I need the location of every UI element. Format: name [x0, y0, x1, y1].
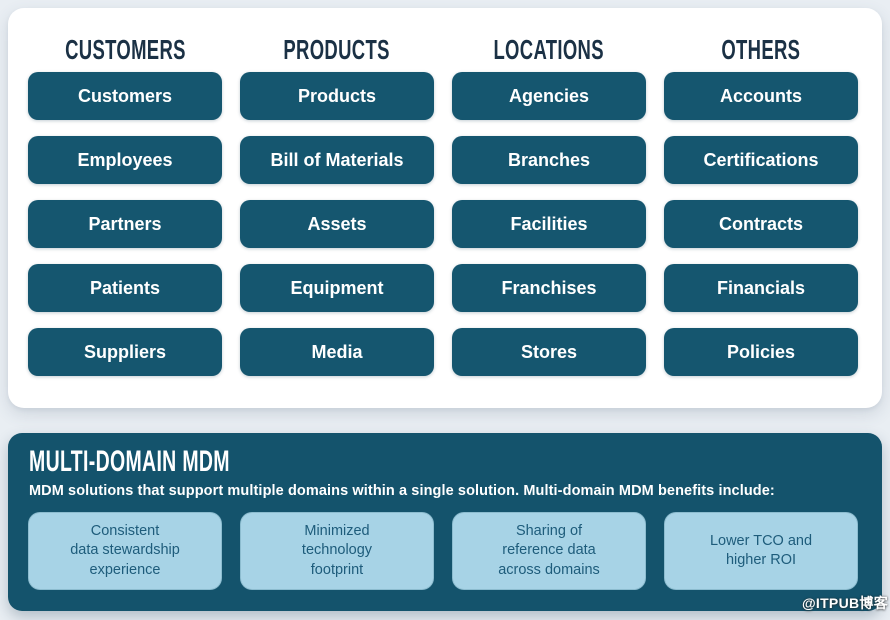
- column-locations: LOCATIONS Agencies Branches Facilities F…: [452, 28, 646, 408]
- domain-button-products[interactable]: Products: [240, 72, 434, 120]
- domain-button-policies[interactable]: Policies: [664, 328, 858, 376]
- column-header-others: OTHERS: [664, 28, 858, 72]
- column-others: OTHERS Accounts Certifications Contracts…: [664, 28, 858, 408]
- column-header-label: LOCATIONS: [493, 34, 605, 65]
- column-products: PRODUCTS Products Bill of Materials Asse…: [240, 28, 434, 408]
- domain-button-assets[interactable]: Assets: [240, 200, 434, 248]
- domain-button-equipment[interactable]: Equipment: [240, 264, 434, 312]
- benefit-box-tco-roi: Lower TCO and higher ROI: [664, 512, 858, 590]
- domain-button-suppliers[interactable]: Suppliers: [28, 328, 222, 376]
- benefit-box-stewardship: Consistent data stewardship experience: [28, 512, 222, 590]
- domain-card: CUSTOMERS Customers Employees Partners P…: [8, 8, 882, 408]
- domain-button-accounts[interactable]: Accounts: [664, 72, 858, 120]
- column-header-locations: LOCATIONS: [452, 28, 646, 72]
- domain-button-partners[interactable]: Partners: [28, 200, 222, 248]
- panel-title: MULTI-DOMAIN MDM: [29, 447, 882, 477]
- column-header-label: OTHERS: [721, 34, 801, 65]
- domain-button-financials[interactable]: Financials: [664, 264, 858, 312]
- domain-button-agencies[interactable]: Agencies: [452, 72, 646, 120]
- mdm-panel: MULTI-DOMAIN MDM MDM solutions that supp…: [8, 433, 882, 611]
- domain-button-media[interactable]: Media: [240, 328, 434, 376]
- benefit-box-technology: Minimized technology footprint: [240, 512, 434, 590]
- benefit-box-reference-data: Sharing of reference data across domains: [452, 512, 646, 590]
- column-header-customers: CUSTOMERS: [28, 28, 222, 72]
- panel-description: MDM solutions that support multiple doma…: [29, 483, 775, 499]
- domain-button-employees[interactable]: Employees: [28, 136, 222, 184]
- watermark: @ITPUB博客: [801, 595, 888, 611]
- column-header-label: CUSTOMERS: [64, 34, 186, 65]
- domain-button-franchises[interactable]: Franchises: [452, 264, 646, 312]
- domain-button-stores[interactable]: Stores: [452, 328, 646, 376]
- column-header-label: PRODUCTS: [283, 34, 391, 65]
- domain-button-certifications[interactable]: Certifications: [664, 136, 858, 184]
- column-customers: CUSTOMERS Customers Employees Partners P…: [28, 28, 222, 408]
- benefit-list: Consistent data stewardship experience M…: [28, 512, 858, 590]
- domain-button-patients[interactable]: Patients: [28, 264, 222, 312]
- panel-title-label: MULTI-DOMAIN MDM: [29, 445, 230, 478]
- domain-button-contracts[interactable]: Contracts: [664, 200, 858, 248]
- column-header-products: PRODUCTS: [240, 28, 434, 72]
- domain-button-facilities[interactable]: Facilities: [452, 200, 646, 248]
- domain-button-customers[interactable]: Customers: [28, 72, 222, 120]
- domain-button-branches[interactable]: Branches: [452, 136, 646, 184]
- domain-button-bill-of-materials[interactable]: Bill of Materials: [240, 136, 434, 184]
